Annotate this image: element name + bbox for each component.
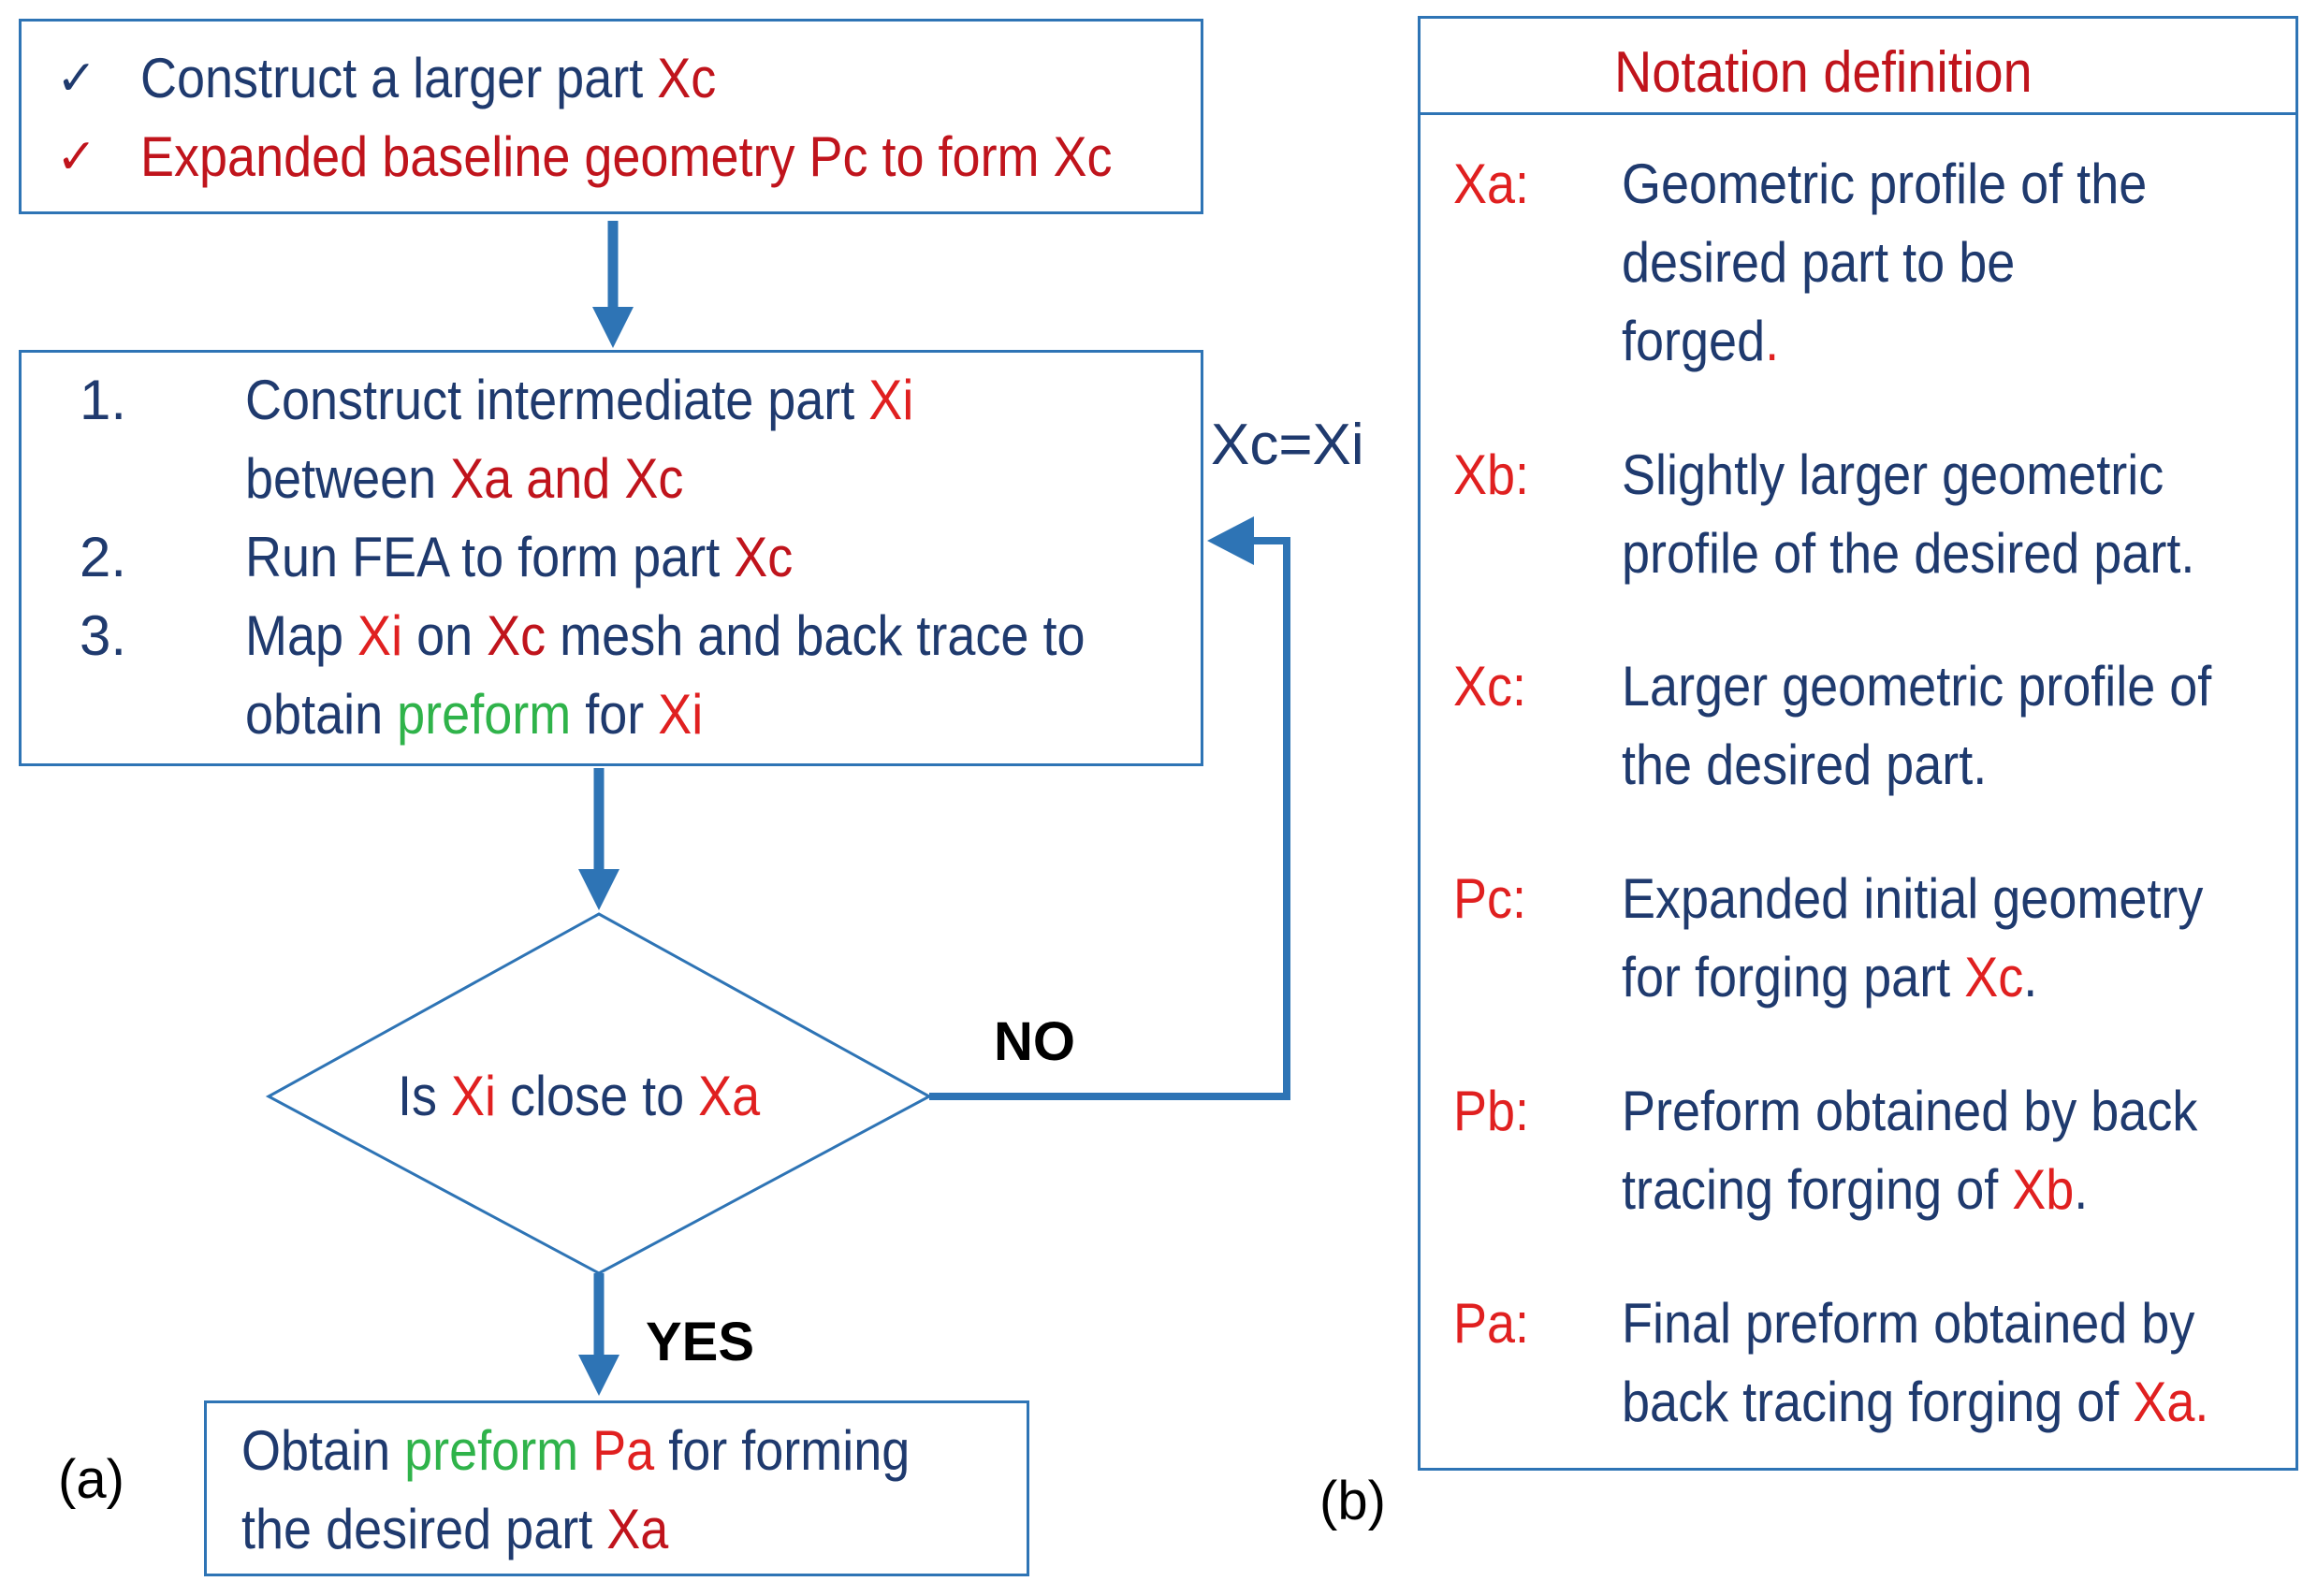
notation-xa-line-2: desired part to be <box>1622 231 2016 294</box>
step-1-line-1: Construct intermediate part Xi <box>245 361 913 440</box>
step-1-number: 1. <box>80 369 127 431</box>
notation-pc-line-2-text: for forging part <box>1622 946 1965 1008</box>
notation-xc-line-1: Larger geometric profile of <box>1622 655 2212 718</box>
start-line-1: Construct a larger part Xc <box>140 39 716 118</box>
step-3-line-1: Map Xi on Xc mesh and back trace to <box>245 597 1085 675</box>
step-3-end: mesh and back trace to <box>546 604 1086 667</box>
step-1-line-2-text: between <box>245 447 451 510</box>
decision-text-2: close to <box>496 1065 699 1127</box>
step-3-line-2-mid: for <box>571 683 659 746</box>
notation-key-pc: Pc: <box>1453 867 1527 930</box>
subfigure-b-label: (b) <box>1319 1471 1386 1531</box>
start-box <box>19 19 1203 214</box>
step-3-mid: on <box>402 604 488 667</box>
notation-pb-line-2-text: tracing forging of <box>1622 1158 2013 1221</box>
notation-panel <box>1418 16 2298 1471</box>
notation-pb-var: Xb <box>2012 1158 2075 1221</box>
decision-text-1: Is <box>398 1065 452 1127</box>
notation-title: Notation definition <box>1614 40 2033 105</box>
start-line-2: Expanded baseline geometry Pc to form Xc <box>140 125 1113 188</box>
notation-divider <box>1421 112 2295 115</box>
step-3-text: Map <box>245 604 358 667</box>
step-3-line-2: obtain preform for Xi <box>245 675 703 754</box>
notation-key-pa: Pa: <box>1453 1292 1530 1355</box>
decision-var-1: Xi <box>451 1065 497 1127</box>
notation-key-xc: Xc: <box>1453 655 1527 718</box>
end-box <box>204 1400 1029 1576</box>
step-2-line-1: Run FEA to form part Xc <box>245 518 793 597</box>
end-line-2-var: Xa <box>606 1498 669 1560</box>
notation-pb-line-1: Preform obtained by back <box>1622 1080 2198 1142</box>
end-line-1-var: Pa <box>578 1419 655 1482</box>
end-line-2-text: the desired part <box>241 1498 607 1560</box>
notation-pc-line-1: Expanded initial geometry <box>1622 867 2204 930</box>
notation-xa-line-3-text: forged <box>1622 310 1766 372</box>
notation-xb-line-1: Slightly larger geometric <box>1622 443 2164 506</box>
notation-pb-line-2: tracing forging of Xb. <box>1622 1151 2088 1229</box>
end-line-1: Obtain preform Pa for forming <box>241 1412 910 1490</box>
check-icon: ✓ <box>56 51 97 106</box>
step-2-number: 2. <box>80 526 127 588</box>
notation-pc-line-2: for forging part Xc. <box>1622 938 2037 1017</box>
decision-text: Is Xi close to Xa <box>398 1057 760 1136</box>
notation-xb-line-2: profile of the desired part. <box>1622 522 2195 585</box>
subfigure-a-label: (a) <box>58 1449 124 1510</box>
step-3-line-2-var: Xi <box>658 683 704 746</box>
notation-key-xa: Xa: <box>1453 152 1530 215</box>
notation-pc-var: Xc <box>1964 946 2024 1008</box>
notation-key-pb: Pb: <box>1453 1080 1530 1142</box>
start-line-1-text: Construct a larger part <box>140 47 658 109</box>
notation-key-xb: Xb: <box>1453 443 1530 506</box>
notation-xc-line-2: the desired part. <box>1622 733 1988 796</box>
step-3-preform: preform <box>397 683 572 746</box>
step-3-var-2: Xc <box>487 604 546 667</box>
notation-xa-tail: . <box>1765 310 1780 372</box>
notation-pb-end: . <box>2074 1158 2089 1221</box>
start-line-1-var: Xc <box>657 47 717 109</box>
step-1-line-2-var: Xa and Xc <box>450 447 684 510</box>
notation-pc-end: . <box>2023 946 2038 1008</box>
decision-var-2: Xa <box>698 1065 761 1127</box>
check-icon: ✓ <box>56 130 97 184</box>
step-3-line-2-text: obtain <box>245 683 398 746</box>
arrow-no-loop-head <box>1207 516 1254 565</box>
notation-xa-line-1: Geometric profile of the <box>1622 152 2148 215</box>
notation-xa-line-3: forged. <box>1622 302 1779 381</box>
end-line-1-text: Obtain <box>241 1419 405 1482</box>
process-box <box>19 350 1203 766</box>
step-2-var: Xc <box>734 526 794 588</box>
step-3-var-1: Xi <box>357 604 403 667</box>
end-preform: preform <box>404 1419 579 1482</box>
step-2-text: Run FEA to form part <box>245 526 735 588</box>
notation-pa-var: Xa. <box>2133 1371 2209 1433</box>
notation-pa-line-2: back tracing forging of Xa. <box>1622 1363 2208 1442</box>
notation-pa-line-1: Final preform obtained by <box>1622 1292 2195 1355</box>
step-1-text: Construct intermediate part <box>245 369 869 431</box>
loop-label: Xc=Xi <box>1211 413 1364 477</box>
step-1-var: Xi <box>868 369 914 431</box>
step-1-line-2: between Xa and Xc <box>245 440 683 518</box>
arrow-no-loop <box>929 537 1290 1100</box>
yes-label: YES <box>646 1312 755 1372</box>
step-3-number: 3. <box>80 604 127 667</box>
end-line-1-end: for forming <box>654 1419 911 1482</box>
end-line-2: the desired part Xa <box>241 1490 668 1569</box>
no-label: NO <box>994 1011 1075 1072</box>
notation-pa-line-2-text: back tracing forging of <box>1622 1371 2134 1433</box>
